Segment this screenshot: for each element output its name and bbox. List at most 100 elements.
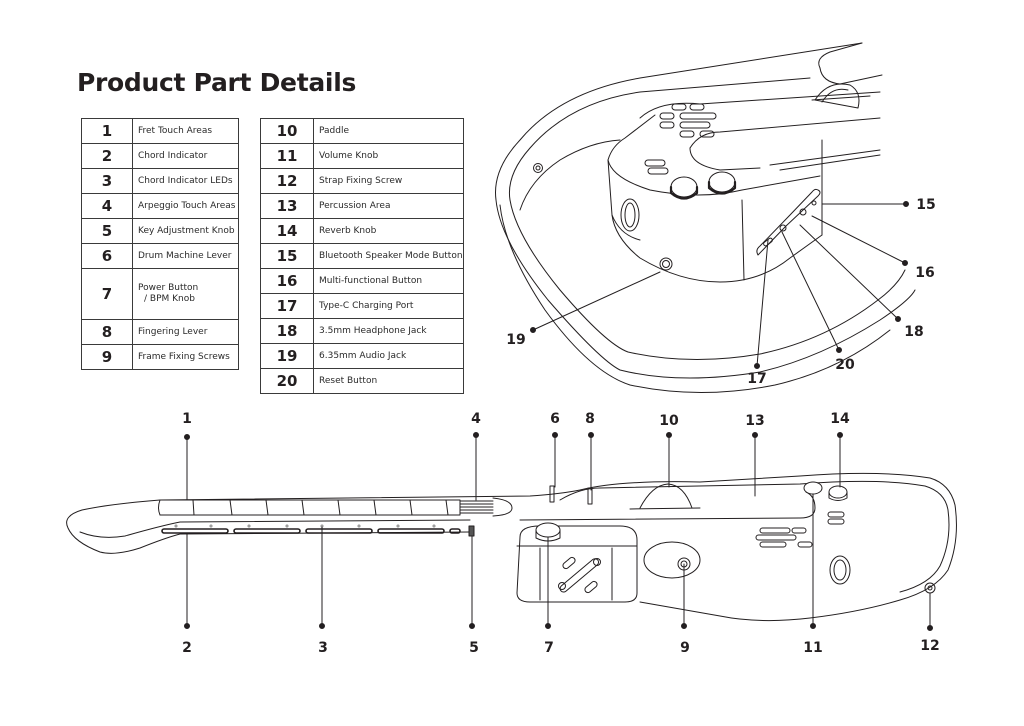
part-label: Chord Indicator [132,143,239,169]
knob-left-icon [669,176,699,200]
callout-9: 9 [680,640,690,656]
part-label: Drum Machine Lever [132,243,239,269]
part-number: 15 [260,243,314,269]
part-label: Power Button/ BPM Knob [132,268,239,320]
part-number: 13 [260,193,314,219]
part-label: Reset Button [313,368,464,394]
callout-13: 13 [745,413,765,429]
page-title: Product Part Details [77,68,357,97]
neck-outline [159,472,957,622]
strap-fixing-screw-icon [924,582,936,594]
volume-knob-icon [803,481,823,495]
part-label: Paddle [313,118,464,144]
part-label: Volume Knob [313,143,464,169]
closeup-paddle [814,83,860,109]
callout-12: 12 [920,638,940,654]
part-number: 17 [260,293,314,319]
chord-indicator-strip [161,528,461,534]
callout-line-18 [799,224,899,320]
callout-2: 2 [182,640,192,656]
closeup-frame-outer [495,42,916,379]
callout-line-19 [532,271,661,331]
paddle-icon [639,483,693,509]
part-label-line1: Power Button [138,283,199,293]
callout-18: 18 [904,324,924,340]
callout-1: 1 [182,411,192,427]
closeup-frame-inner2 [519,139,621,211]
callout-dot-19 [530,327,536,333]
callout-7: 7 [544,640,554,656]
part-number: 11 [260,143,314,169]
callout-5: 5 [469,640,479,656]
part-label: Strap Fixing Screw [313,168,464,194]
callout-6: 6 [550,411,560,427]
callout-dot-18 [895,316,901,322]
part-number: 16 [260,268,314,294]
callout-line-16 [811,215,906,264]
key-adjustment-knob-icon [468,525,475,537]
chord-indicator-leds [174,524,436,528]
power-knob-icon [535,522,561,538]
callout-3: 3 [318,640,328,656]
frame-screw-icon [533,163,543,173]
part-number: 8 [81,319,133,345]
fret-touch-areas [158,499,461,516]
full-illustration [66,432,957,631]
closeup-side-panel [607,159,823,283]
part-label: Bluetooth Speaker Mode Button [313,243,464,269]
callout-11: 11 [803,640,823,656]
jack-19-icon [659,257,673,271]
callout-17: 17 [747,371,767,387]
part-label: Chord Indicator LEDs [132,168,239,194]
callout-line-17 [756,239,769,367]
audio-jack-6-35-icon [620,198,640,232]
power-bpm-box [516,522,638,603]
callout-15: 15 [916,197,936,213]
callout-dot-16 [902,260,908,266]
callout-dot-17 [754,363,760,369]
part-label: Percussion Area [313,193,464,219]
body-jack-icon [829,555,851,585]
part-label-line2: / BPM Knob [144,294,195,304]
callout-16: 16 [915,265,935,281]
part-number: 18 [260,318,314,344]
callout-dot-20 [836,347,842,353]
speaker-grille-top [644,103,717,175]
closeup-frame-inner [508,77,906,360]
callout-line-20 [781,231,840,351]
closeup-neck [818,42,863,69]
part-label: Fingering Lever [132,319,239,345]
callout-8: 8 [585,411,595,427]
part-number: 3 [81,168,133,194]
port-strip [756,188,821,256]
part-label: Reverb Knob [313,218,464,244]
part-label: Frame Fixing Screws [132,344,239,370]
callout-14: 14 [830,411,850,427]
fingering-lever-icon [587,487,593,505]
part-number: 9 [81,344,133,370]
callout-19: 19 [506,332,526,348]
part-number: 20 [260,368,314,394]
closeup-illustration [495,42,916,393]
drum-machine-lever-icon [549,485,555,503]
callout-20: 20 [835,357,855,373]
